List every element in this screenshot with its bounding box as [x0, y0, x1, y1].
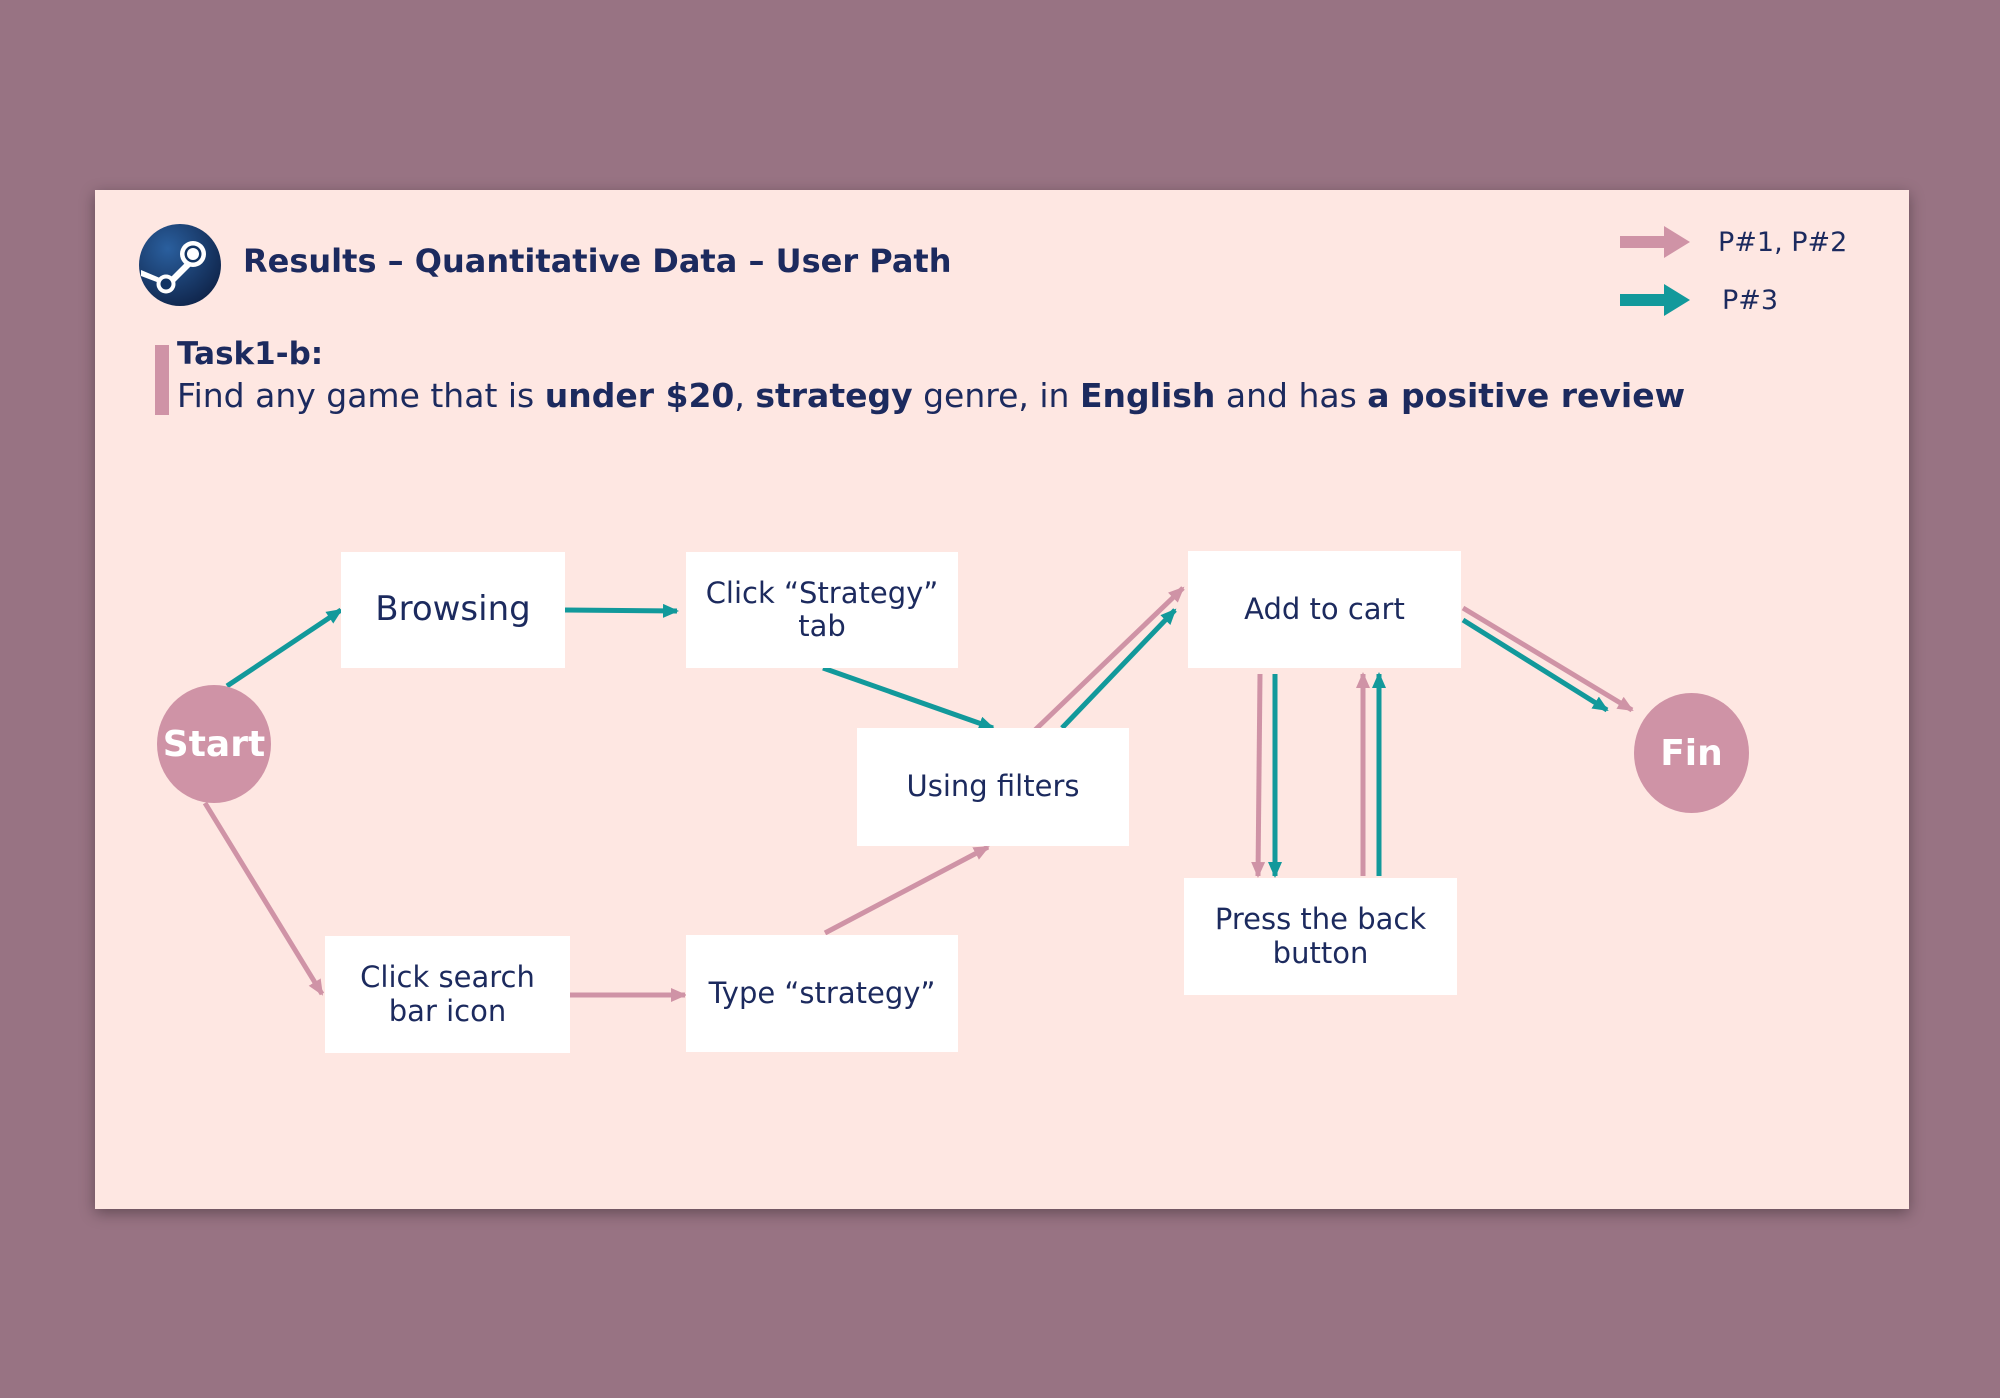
node-type-strategy: Type “strategy”: [686, 935, 958, 1052]
page-title: Results – Quantitative Data – User Path: [243, 242, 952, 280]
task-accent-bar: [155, 345, 169, 415]
node-add-to-cart: Add to cart: [1188, 551, 1461, 668]
arrow-cart-to-fin-teal: [1461, 617, 1609, 713]
arrow-filters-to-cart-teal: [1060, 608, 1177, 730]
node-click-search-bar-icon: Click search bar icon: [325, 936, 570, 1053]
legend-item-p12: P#1, P#2: [1620, 224, 1847, 260]
start-node: Start: [157, 685, 271, 803]
legend-label: P#1, P#2: [1718, 226, 1848, 258]
legend-label: P#3: [1722, 284, 1779, 316]
task-description: Find any game that is under $20, strateg…: [177, 376, 1686, 415]
arrow-type-to-filters: [823, 844, 990, 936]
arrow-start-to-browsing: [225, 607, 343, 689]
fin-node: Fin: [1634, 693, 1749, 813]
node-press-back-button: Press the back button: [1184, 878, 1457, 995]
node-browsing: Browsing: [341, 552, 565, 668]
steam-logo-icon: [139, 224, 221, 306]
arrow-filters-to-cart-pink: [1033, 586, 1185, 732]
flow-arrows: [202, 586, 1634, 1002]
arrow-cart-to-fin-pink: [1461, 605, 1634, 713]
task-title: Task1-b:: [177, 336, 324, 372]
node-using-filters: Using filters: [857, 728, 1129, 846]
pink-arrow-icon: [1620, 226, 1690, 258]
legend-item-p3: P#3: [1620, 282, 1778, 318]
arrow-start-to-search: [202, 801, 325, 996]
arrow-cart-to-back-pink: [1251, 673, 1266, 878]
arrow-browsing-to-strategy-tab: [564, 603, 679, 618]
slide: Results – Quantitative Data – User Path …: [95, 190, 1909, 1209]
teal-arrow-icon: [1620, 284, 1690, 316]
arrow-strategy-tab-to-filters: [822, 665, 995, 731]
node-strategy-tab: Click “Strategy” tab: [686, 552, 958, 668]
